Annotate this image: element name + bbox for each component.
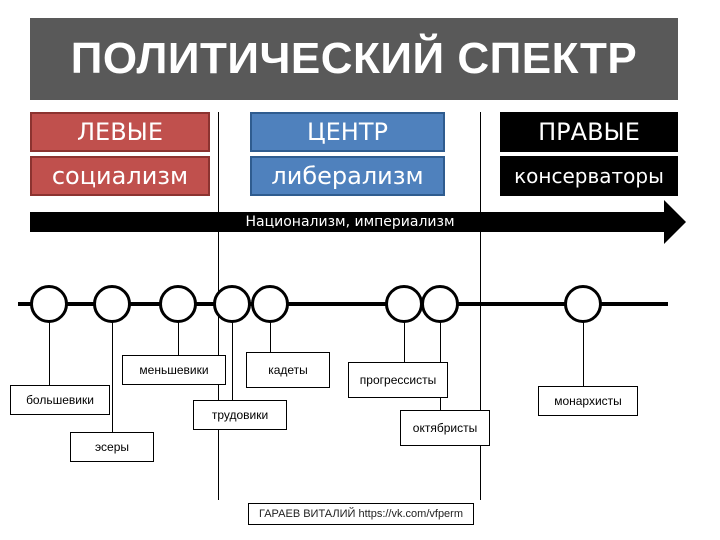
connector-progressists [404, 320, 405, 362]
center-heading: ЦЕНТР [250, 112, 445, 152]
right-heading: ПРАВЫЕ [500, 112, 678, 152]
party-label-bolsheviks: большевики [10, 385, 110, 415]
diagram-title: ПОЛИТИЧЕСКИЙ СПЕКТР [30, 18, 678, 100]
party-marker [564, 285, 602, 323]
party-marker [385, 285, 423, 323]
party-label-mensheviks: меньшевики [122, 355, 226, 385]
party-marker [421, 285, 459, 323]
timeline-line [18, 302, 668, 306]
arrow-label: Национализм, империализм [245, 214, 455, 230]
left-ideology: социализм [30, 156, 210, 196]
center-right-divider [480, 112, 481, 500]
party-marker [93, 285, 131, 323]
connector-monarchists [583, 320, 584, 386]
party-marker [251, 285, 289, 323]
left-heading: ЛЕВЫЕ [30, 112, 210, 152]
author-credit: ГАРАЕВ ВИТАЛИЙ https://vk.com/vfperm [248, 503, 474, 525]
connector-kadets [270, 320, 271, 352]
party-label-kadets: кадеты [246, 352, 330, 388]
right-ideology: консерваторы [500, 156, 678, 196]
spectrum-arrow [30, 200, 686, 244]
party-marker [159, 285, 197, 323]
connector-trudoviks [232, 320, 233, 400]
party-marker [30, 285, 68, 323]
party-label-octobrists: октябристы [400, 410, 490, 446]
connector-bolsheviks [49, 320, 50, 395]
party-label-trudoviks: трудовики [193, 400, 287, 430]
party-label-progressists: прогрессисты [348, 362, 448, 398]
party-marker [213, 285, 251, 323]
connector-mensheviks [178, 320, 179, 360]
party-label-esers: эсеры [70, 432, 154, 462]
party-label-monarchists: монархисты [538, 386, 638, 416]
center-ideology: либерализм [250, 156, 445, 196]
connector-esers [112, 320, 113, 432]
